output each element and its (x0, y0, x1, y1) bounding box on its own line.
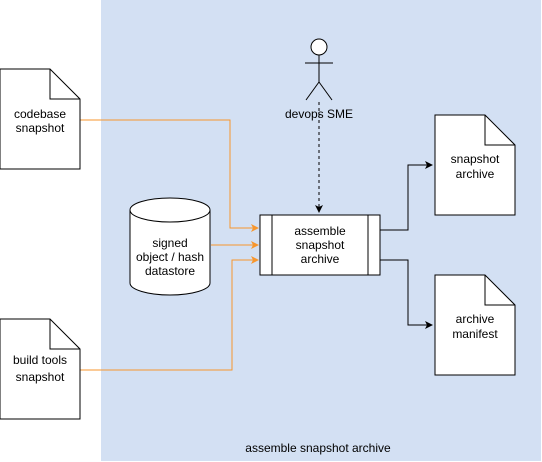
document-snapshot-archive[interactable]: snapshot archive (434, 114, 516, 216)
archive-manifest-label-line-2: manifest (452, 327, 498, 341)
edge-process-to-archive-manifest (380, 259, 433, 329)
cylinder-top (129, 197, 211, 223)
actor-devops-sme[interactable]: devops SME (285, 38, 353, 121)
actor-left-leg (305, 81, 320, 101)
datastore-cylinder[interactable]: signed object / hash datastore (129, 197, 211, 296)
process-assemble-snapshot-archive[interactable]: assemble snapshot archive (259, 214, 381, 276)
build-tools-label-line-1: build tools (13, 353, 67, 367)
process-label-line-2: snapshot (296, 238, 345, 252)
document-fold (484, 115, 515, 146)
process-label-line-1: assemble (294, 224, 346, 238)
datastore-label-line-3: datastore (145, 264, 195, 278)
document-shape (434, 274, 516, 376)
codebase-label-line-2: snapshot (16, 121, 65, 135)
document-fold (484, 275, 515, 306)
datastore-label-line-1: signed (152, 236, 187, 250)
cylinder-body (129, 210, 211, 296)
document-build-tools-snapshot[interactable]: build tools snapshot (0, 318, 81, 420)
codebase-label-line-1: codebase (14, 107, 66, 121)
group-label: assemble snapshot archive (245, 441, 391, 455)
datastore-label-line-2: object / hash (136, 250, 204, 264)
build-tools-label-line-2: snapshot (16, 370, 65, 384)
edge-codebase-to-process (80, 119, 259, 232)
document-shape (0, 318, 81, 420)
document-codebase-snapshot[interactable]: codebase snapshot (0, 68, 81, 170)
document-archive-manifest[interactable]: archive manifest (434, 274, 516, 376)
process-label-line-3: archive (301, 252, 340, 266)
actor-label: devops SME (285, 107, 353, 121)
document-fold (49, 69, 80, 100)
archive-manifest-label-line-1: archive (456, 312, 495, 326)
edge-process-to-snapshot-archive (380, 161, 433, 231)
snapshot-archive-label-line-2: archive (456, 167, 495, 181)
actor-head (310, 38, 328, 56)
process-box (259, 214, 381, 276)
document-fold (49, 319, 80, 350)
document-shape (434, 114, 516, 216)
edge-buildtools-to-process (80, 256, 259, 371)
document-shape (0, 68, 81, 170)
actor-right-leg (318, 81, 333, 101)
snapshot-archive-label-line-1: snapshot (451, 152, 500, 166)
